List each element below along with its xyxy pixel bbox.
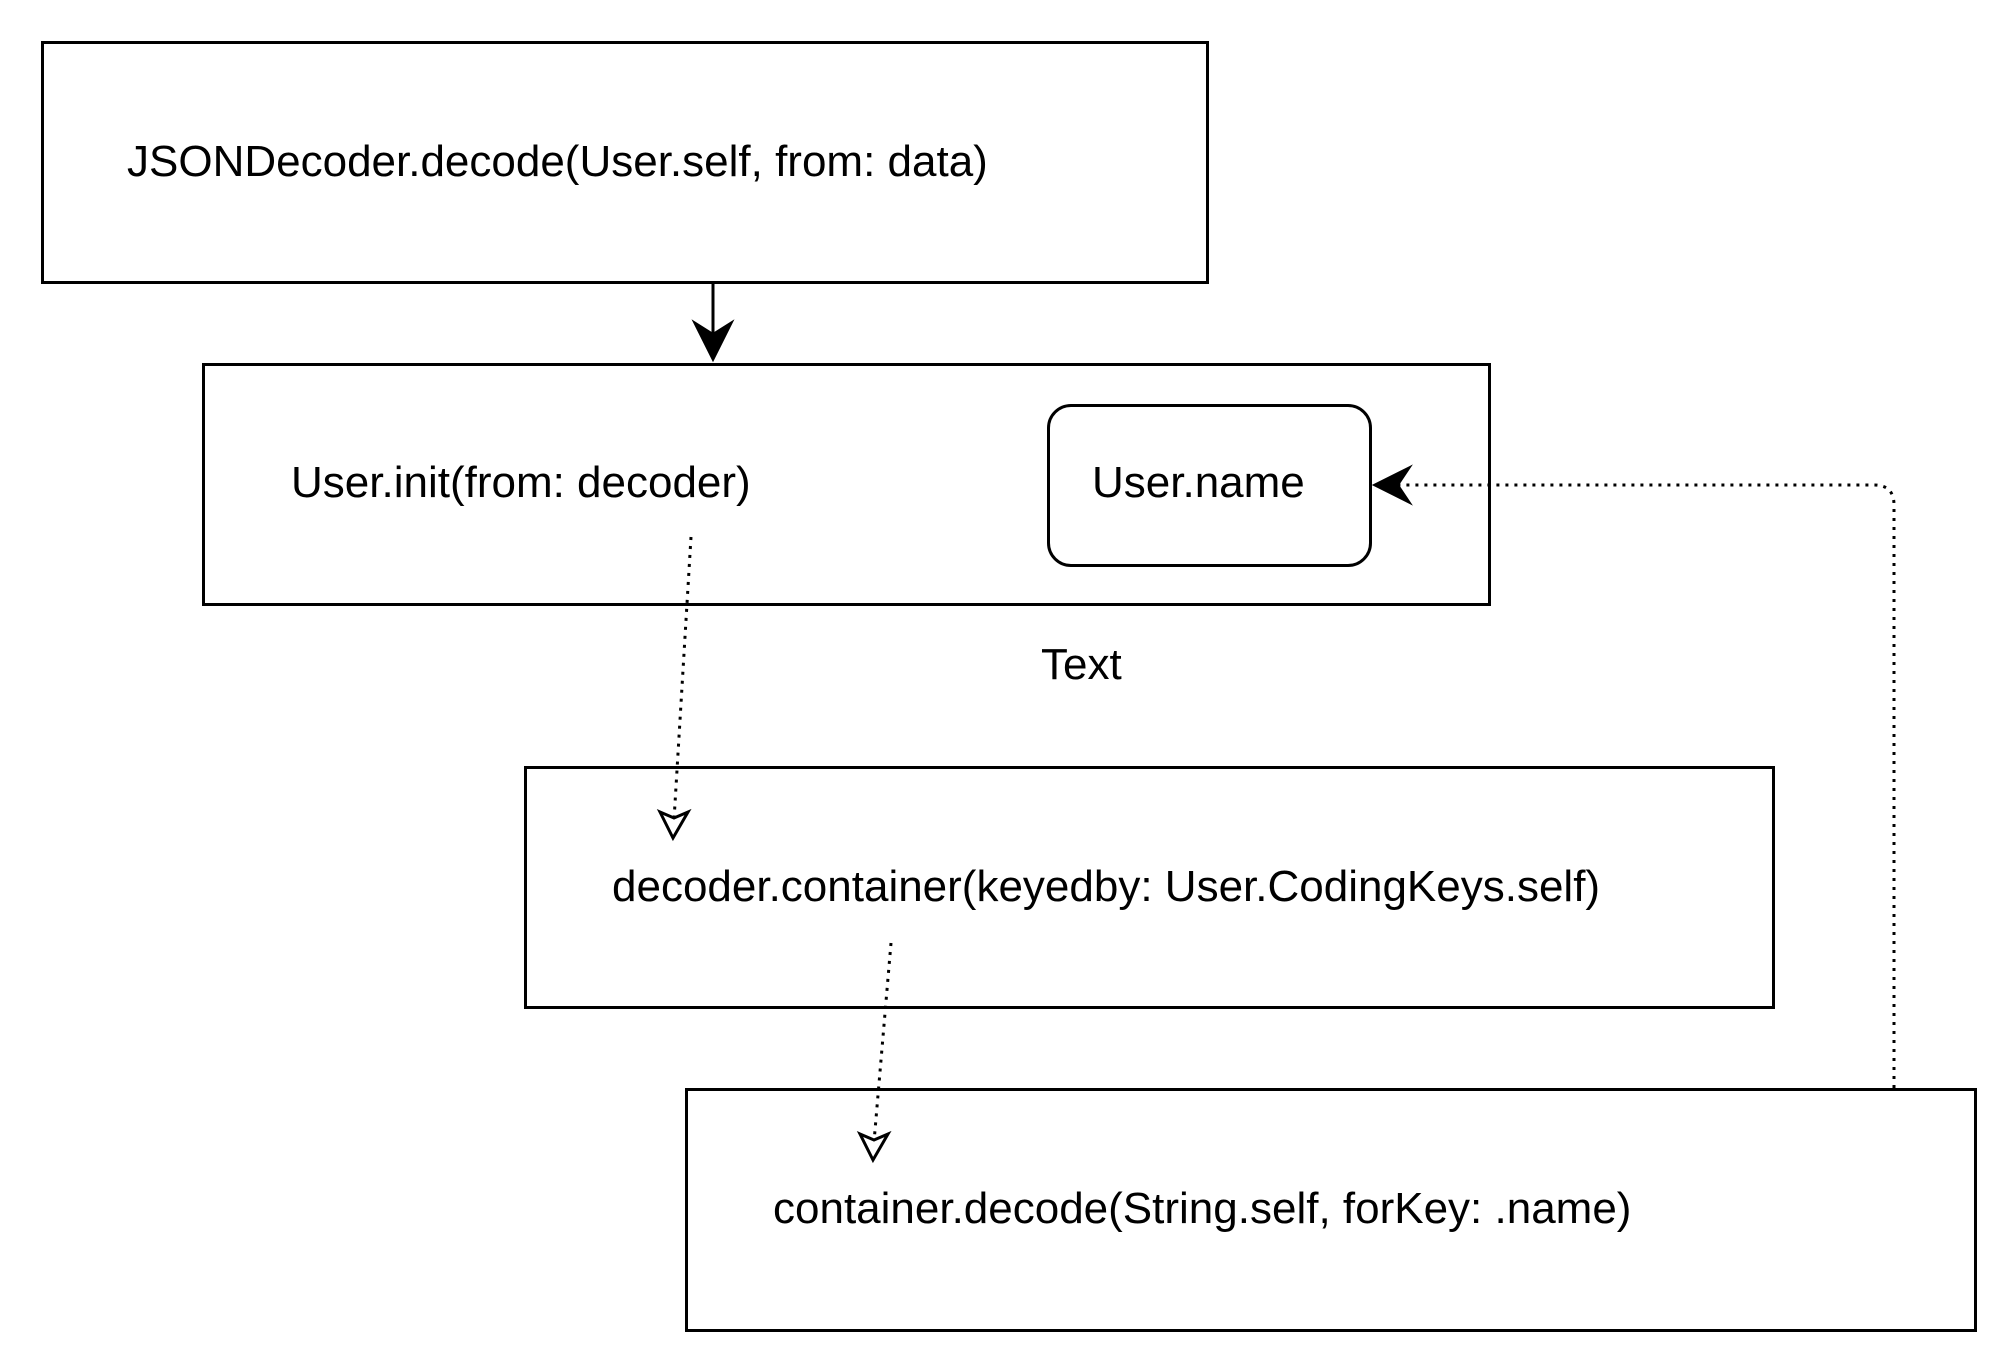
user-name-label: User.name	[1092, 458, 1305, 507]
edge-user-init-to-decoder-container	[656, 536, 693, 842]
json-decode-node	[41, 41, 1209, 284]
container-decode-node	[685, 1088, 1977, 1332]
decoder-container-label: decoder.container(keyedby: User.CodingKe…	[612, 862, 1601, 911]
edge-decoder-container-to-container-decode	[856, 942, 893, 1164]
decoder-container-node	[524, 766, 1775, 1009]
json-decode-label: JSONDecoder.decode(User.self, from: data…	[127, 137, 988, 186]
edge-json-decode-to-user-init	[691, 284, 735, 363]
floating-text-label: Text	[1041, 640, 1122, 689]
edge-container-decode-to-user-name	[1371, 464, 1896, 1088]
user-name-node	[1047, 404, 1372, 567]
container-decode-label: container.decode(String.self, forKey: .n…	[773, 1184, 1632, 1233]
user-init-label: User.init(from: decoder)	[291, 458, 751, 507]
